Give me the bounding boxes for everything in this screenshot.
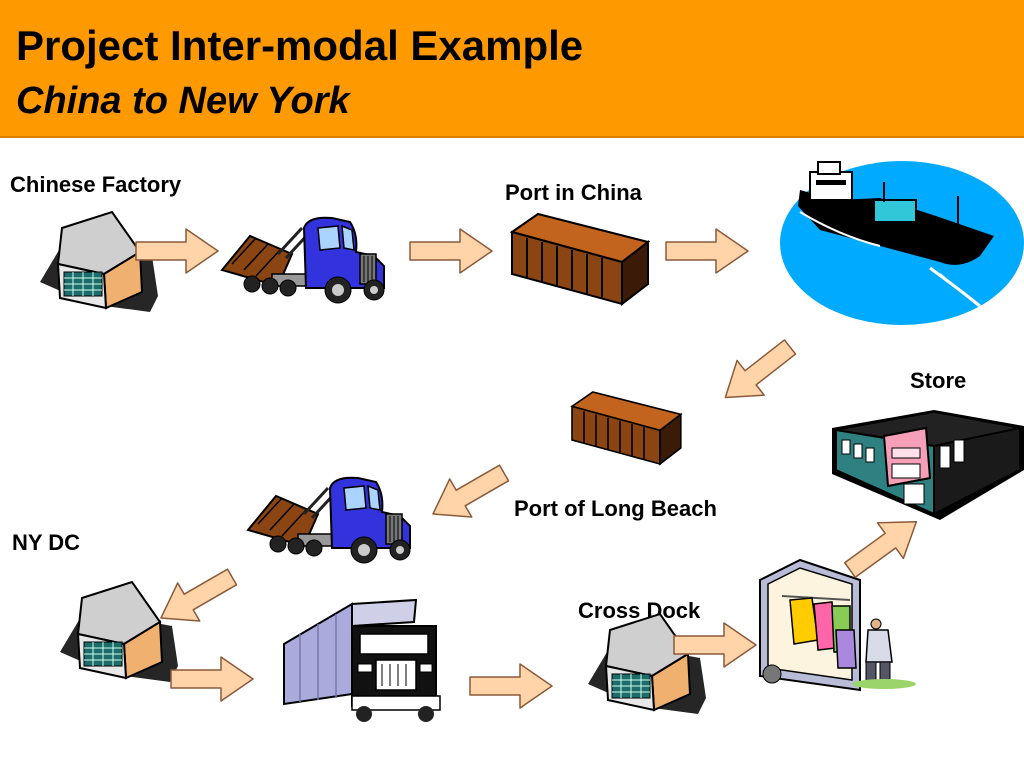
shipping-container-icon — [571, 391, 682, 465]
ny-dc-factory-icon — [59, 581, 179, 683]
label-store: Store — [910, 368, 967, 393]
chinese-factory-icon — [39, 211, 159, 313]
flow-arrow-5 — [421, 453, 516, 534]
flow-arrow-4 — [711, 328, 805, 416]
flow-arrow-7 — [170, 656, 254, 702]
flow-arrow-10 — [836, 503, 931, 589]
label-cross-dock: Cross Dock — [578, 598, 701, 623]
store-building-icon — [832, 410, 1024, 520]
title-banner: Project Inter-modal Example China to New… — [0, 0, 1024, 138]
label-port-of-long-beach: Port of Long Beach — [514, 496, 717, 521]
slide-subtitle: China to New York — [16, 80, 350, 122]
flow-arrow-3 — [665, 228, 749, 274]
flow-arrow-2 — [409, 228, 493, 274]
label-port-in-china: Port in China — [505, 180, 642, 205]
semi-truck-icon — [283, 598, 441, 722]
dump-truck-icon — [220, 216, 386, 305]
label-ny-dc: NY DC — [12, 530, 81, 555]
dump-truck-icon — [246, 476, 412, 565]
label-chinese-factory: Chinese Factory — [10, 172, 182, 197]
flow-arrow-8 — [469, 663, 553, 709]
shipping-container-icon — [511, 213, 649, 305]
slide-title: Project Inter-modal Example — [16, 22, 584, 69]
cargo-ship-icon — [780, 161, 1024, 325]
delivery-van-icon — [759, 558, 916, 692]
cross-dock-factory-icon — [587, 613, 707, 715]
